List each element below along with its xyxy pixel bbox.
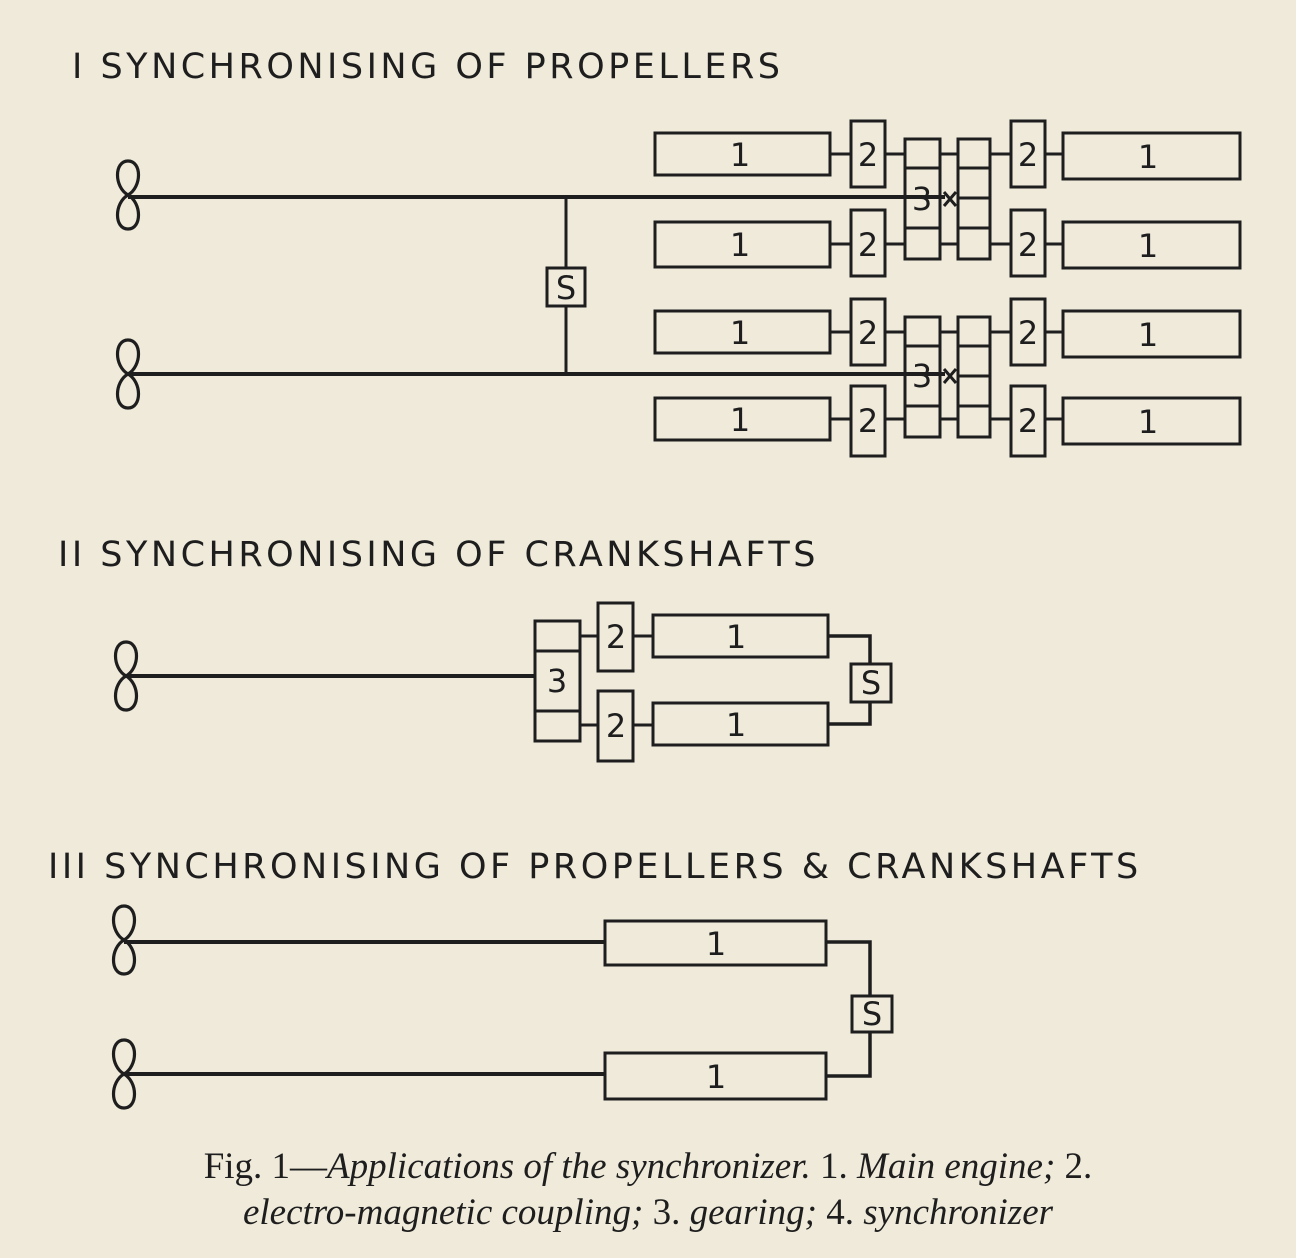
diagram-section-2 [113, 601, 893, 763]
main-engine-box [1061, 396, 1242, 446]
main-engine-label: 1 [1138, 138, 1158, 176]
main-engine-label: 1 [1138, 316, 1158, 354]
synchronizer-label: S [861, 664, 881, 702]
gearing-block [903, 315, 992, 439]
synchronizer-label: S [862, 995, 882, 1033]
section-1-numeral: I [72, 47, 86, 87]
gearing-block [903, 137, 992, 261]
coupling-box [1009, 384, 1047, 458]
section-2-numeral: II [58, 535, 86, 575]
coupling-label: 2 [858, 136, 878, 174]
main-engine-label: 1 [706, 925, 726, 963]
coupling-label: 2 [1018, 136, 1038, 174]
caption-number: 2. [1064, 1146, 1093, 1187]
caption-number: 4. [826, 1192, 854, 1233]
main-engine-label: 1 [1138, 403, 1158, 441]
section-2-title: II SYNCHRONISING OF CRANKSHAFTS [58, 538, 819, 573]
caption-text: gearing; [689, 1192, 817, 1233]
coupling-label: 2 [606, 618, 626, 656]
coupling-label: 2 [1018, 402, 1038, 440]
main-engine-box [1061, 309, 1242, 359]
main-engine-label: 1 [726, 706, 746, 744]
section-2-labels: 3 2 2 1 1 S [547, 618, 881, 745]
caption-number: 1. [820, 1146, 848, 1187]
section-3-numeral: III [48, 847, 90, 887]
main-engine-label: 1 [730, 401, 750, 439]
main-engine-label: 1 [726, 618, 746, 656]
coupling-label: 2 [858, 314, 878, 352]
coupling-label: 2 [858, 402, 878, 440]
main-engine-label: 1 [730, 314, 750, 352]
section-3-text: SYNCHRONISING OF PROPELLERS & CRANKSHAFT… [104, 847, 1142, 887]
coupling-label: 2 [1018, 226, 1038, 264]
section-2-text: SYNCHRONISING OF CRANKSHAFTS [100, 535, 819, 575]
synchronizer-box [545, 266, 587, 308]
main-engine-box [1061, 131, 1242, 181]
caption-text: Main engine; [857, 1146, 1056, 1187]
figure-caption-line-1: Fig. 1—Applications of the synchronizer.… [0, 1148, 1296, 1185]
synchronizer-label: S [556, 269, 576, 307]
gearing-label: 3 [912, 357, 932, 395]
main-engine-label: 1 [730, 136, 750, 174]
coupling-label: 2 [858, 226, 878, 264]
figure-caption-line-2: electro-magnetic coupling; 3. gearing; 4… [0, 1194, 1296, 1231]
main-engine-label: 1 [730, 226, 750, 264]
synchronizer-box [849, 662, 893, 704]
caption-number: 3. [652, 1192, 681, 1233]
caption-text: Applications of the synchronizer. [327, 1146, 811, 1187]
gearing-label: 3 [912, 180, 932, 218]
section-3-title: III SYNCHRONISING OF PROPELLERS & CRANKS… [48, 850, 1142, 885]
gearing-label: 3 [547, 662, 567, 700]
coupling-label: 2 [606, 707, 626, 745]
diagram-section-1 [115, 119, 1242, 458]
caption-text: synchronizer [863, 1192, 1054, 1233]
coupling-box [849, 384, 887, 458]
gearing-block [533, 619, 582, 743]
section-3-labels: 1 1 S [706, 925, 882, 1096]
main-engine-label: 1 [1138, 227, 1158, 265]
synchronizer-box [850, 994, 894, 1034]
diagram-section-3 [111, 904, 894, 1110]
caption-text: electro-magnetic coupling; [242, 1192, 644, 1233]
main-engine-label: 1 [706, 1058, 726, 1096]
section-1-text: SYNCHRONISING OF PROPELLERS [100, 47, 784, 87]
figure-label: Fig. 1— [203, 1146, 328, 1187]
coupling-label: 2 [1018, 314, 1038, 352]
section-1-title: I SYNCHRONISING OF PROPELLERS [72, 50, 784, 85]
section-1-labels: S 1 1 1 1 1 1 1 1 2 2 2 2 2 2 2 2 3 3 [556, 136, 1158, 441]
